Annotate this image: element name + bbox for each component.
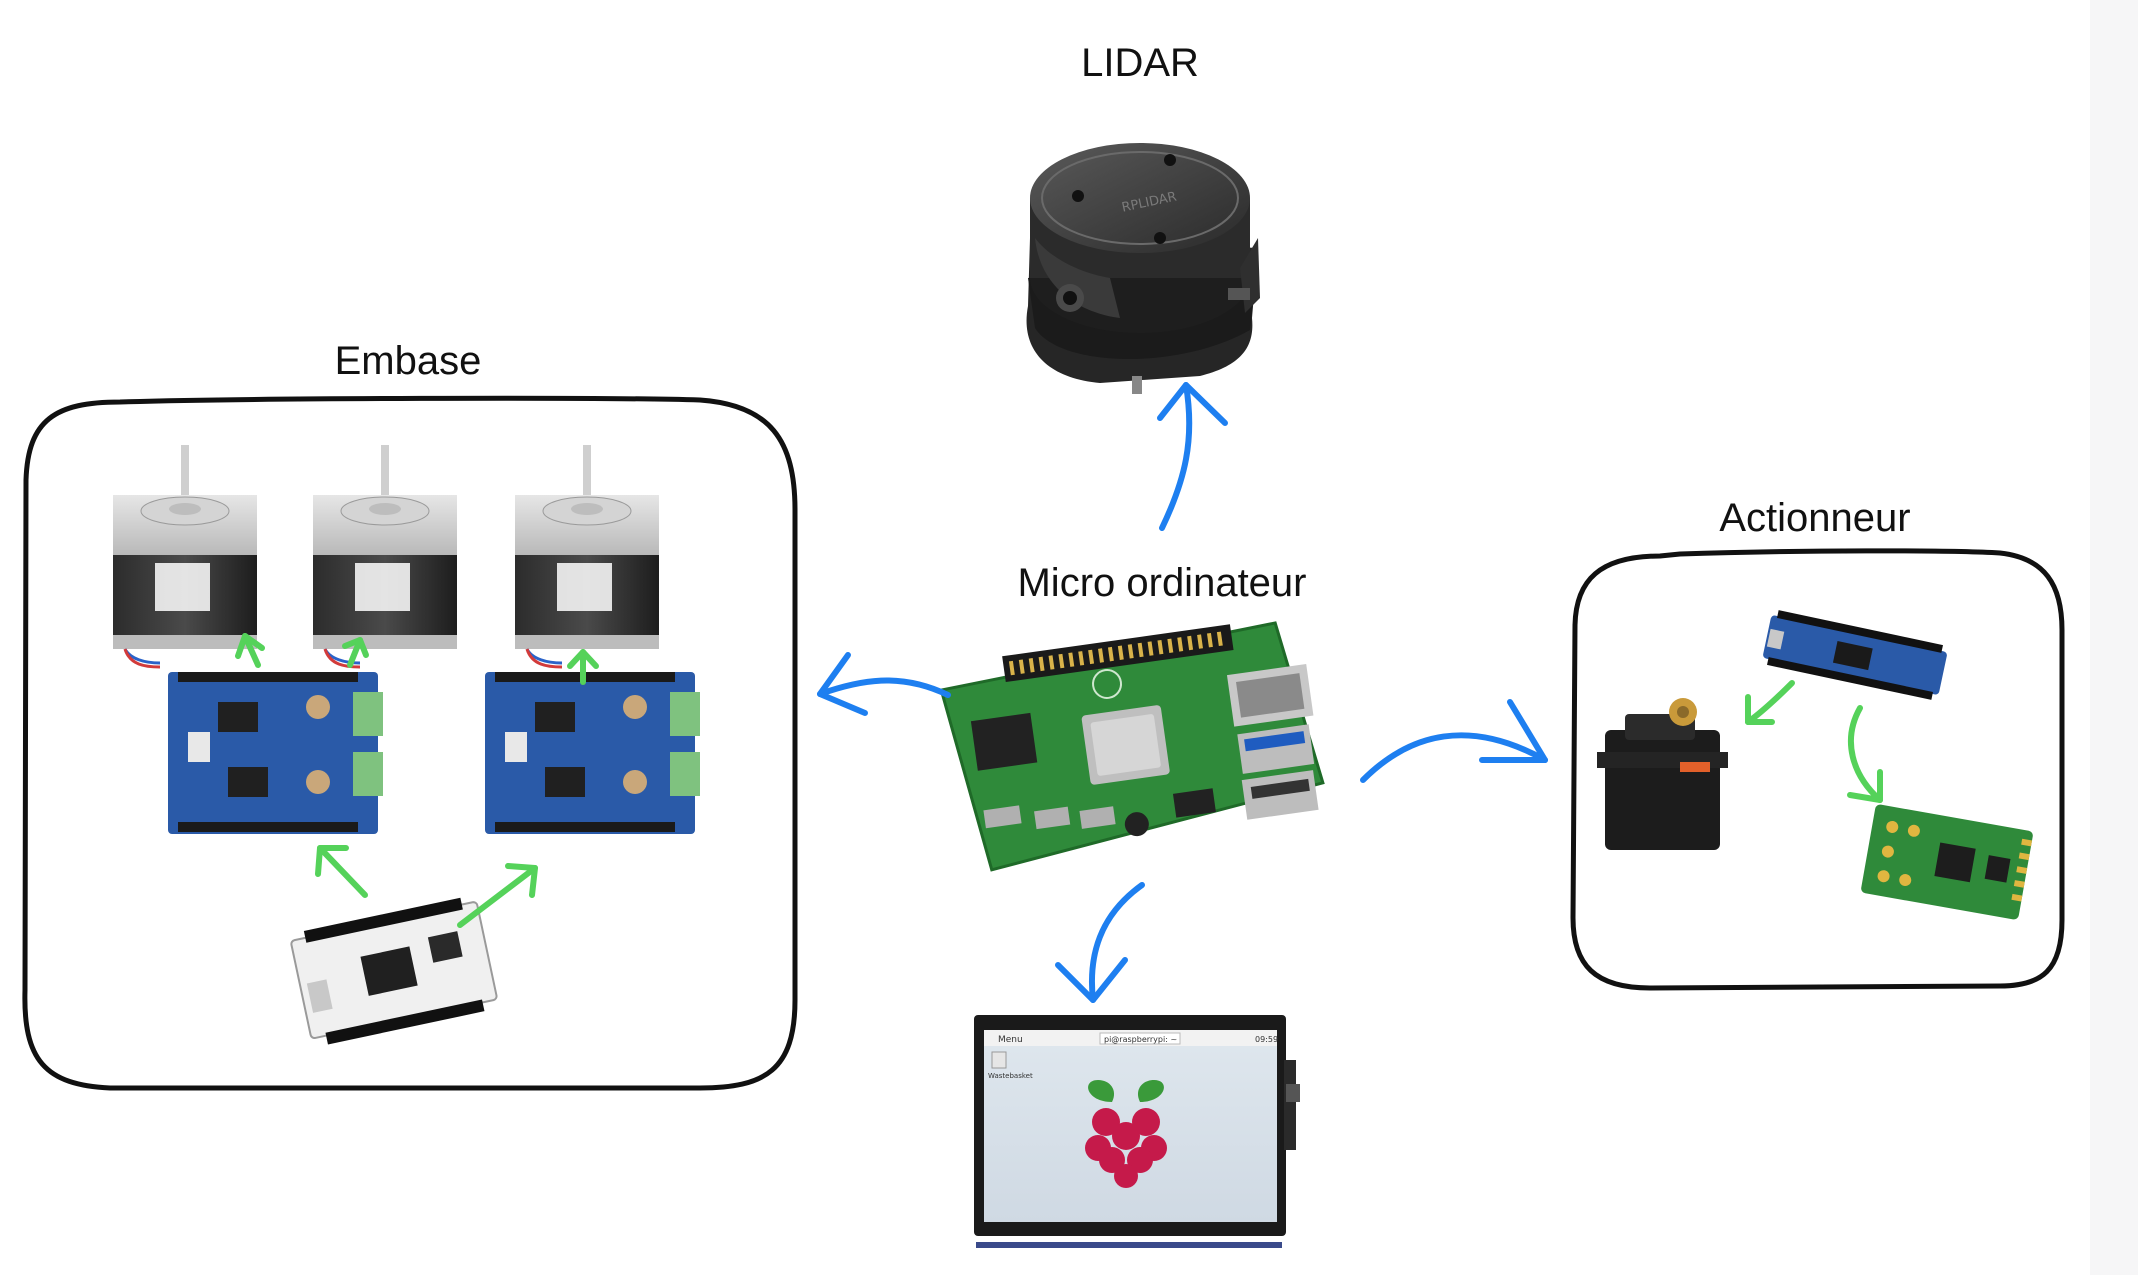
micro-ordinateur-title: Micro ordinateur	[1017, 561, 1306, 605]
arrow-to-embase-head	[817, 652, 868, 716]
raspberry-pi-board-icon	[939, 621, 1325, 872]
arrow-nucleo-to-shield2	[457, 865, 538, 928]
raspberry-logo-icon	[1085, 1080, 1167, 1188]
stepper-motor-icon	[515, 445, 659, 669]
arrow-board-to-sensor	[1847, 705, 1883, 803]
raspberry-pi-display-icon: Menu pi@raspberrypi: ~ 09:59 Wastebasket	[974, 1015, 1300, 1248]
arrow-board-to-servo	[1745, 680, 1795, 725]
lidar-title: LIDAR	[1081, 41, 1199, 85]
arrow-board-to-servo-head	[1745, 694, 1775, 725]
arrow-shield1-to-motor1-head	[235, 633, 265, 659]
arrow-to-lidar	[1159, 382, 1193, 531]
servo-motor-icon	[1597, 698, 1728, 850]
taskbar-menu-text: Menu	[998, 1035, 1023, 1045]
arrow-to-actionneur-head	[1479, 699, 1548, 763]
embase-title: Embase	[335, 339, 482, 383]
taskbar-window-title: pi@raspberrypi: ~	[1104, 1035, 1177, 1044]
motor-driver-shield-icon	[168, 672, 383, 834]
sensor-breakout-icon	[1861, 804, 2033, 920]
arrow-nucleo-to-shield2-head	[505, 863, 538, 898]
arrow-to-display	[1088, 882, 1145, 1003]
nucleo-board-icon	[290, 897, 498, 1045]
stepper-motor-icon	[313, 445, 457, 669]
motor-driver-shield-icon	[485, 672, 700, 834]
embase-box	[22, 395, 798, 1091]
arrow-to-display-head	[1055, 957, 1128, 1003]
lidar-sensor-icon: RPLIDAR	[1026, 143, 1260, 394]
arrow-to-actionneur	[1360, 732, 1548, 783]
arrow-shield1-to-motor2-head	[342, 637, 369, 658]
right-edge-strip	[2090, 0, 2138, 1275]
arrow-to-lidar-head	[1157, 382, 1228, 426]
arrow-nucleo-to-shield1-head	[315, 845, 349, 877]
arrow-nucleo-to-shield1	[317, 845, 368, 898]
arrow-shield2-to-motor3-head	[567, 649, 599, 669]
stepper-motor-icon	[113, 445, 257, 669]
actionneur-title: Actionneur	[1719, 496, 1910, 540]
actionneur-box	[1570, 548, 2065, 991]
arrow-to-embase	[817, 677, 951, 698]
nucleo-32-board-icon	[1763, 610, 1947, 700]
arrow-shield1-to-motor2	[347, 637, 363, 668]
taskbar-clock: 09:59	[1255, 1035, 1278, 1044]
arrow-board-to-sensor-head	[1847, 769, 1883, 803]
desktop-icon-label: Wastebasket	[988, 1072, 1033, 1080]
wastebasket-icon	[991, 1051, 1007, 1069]
